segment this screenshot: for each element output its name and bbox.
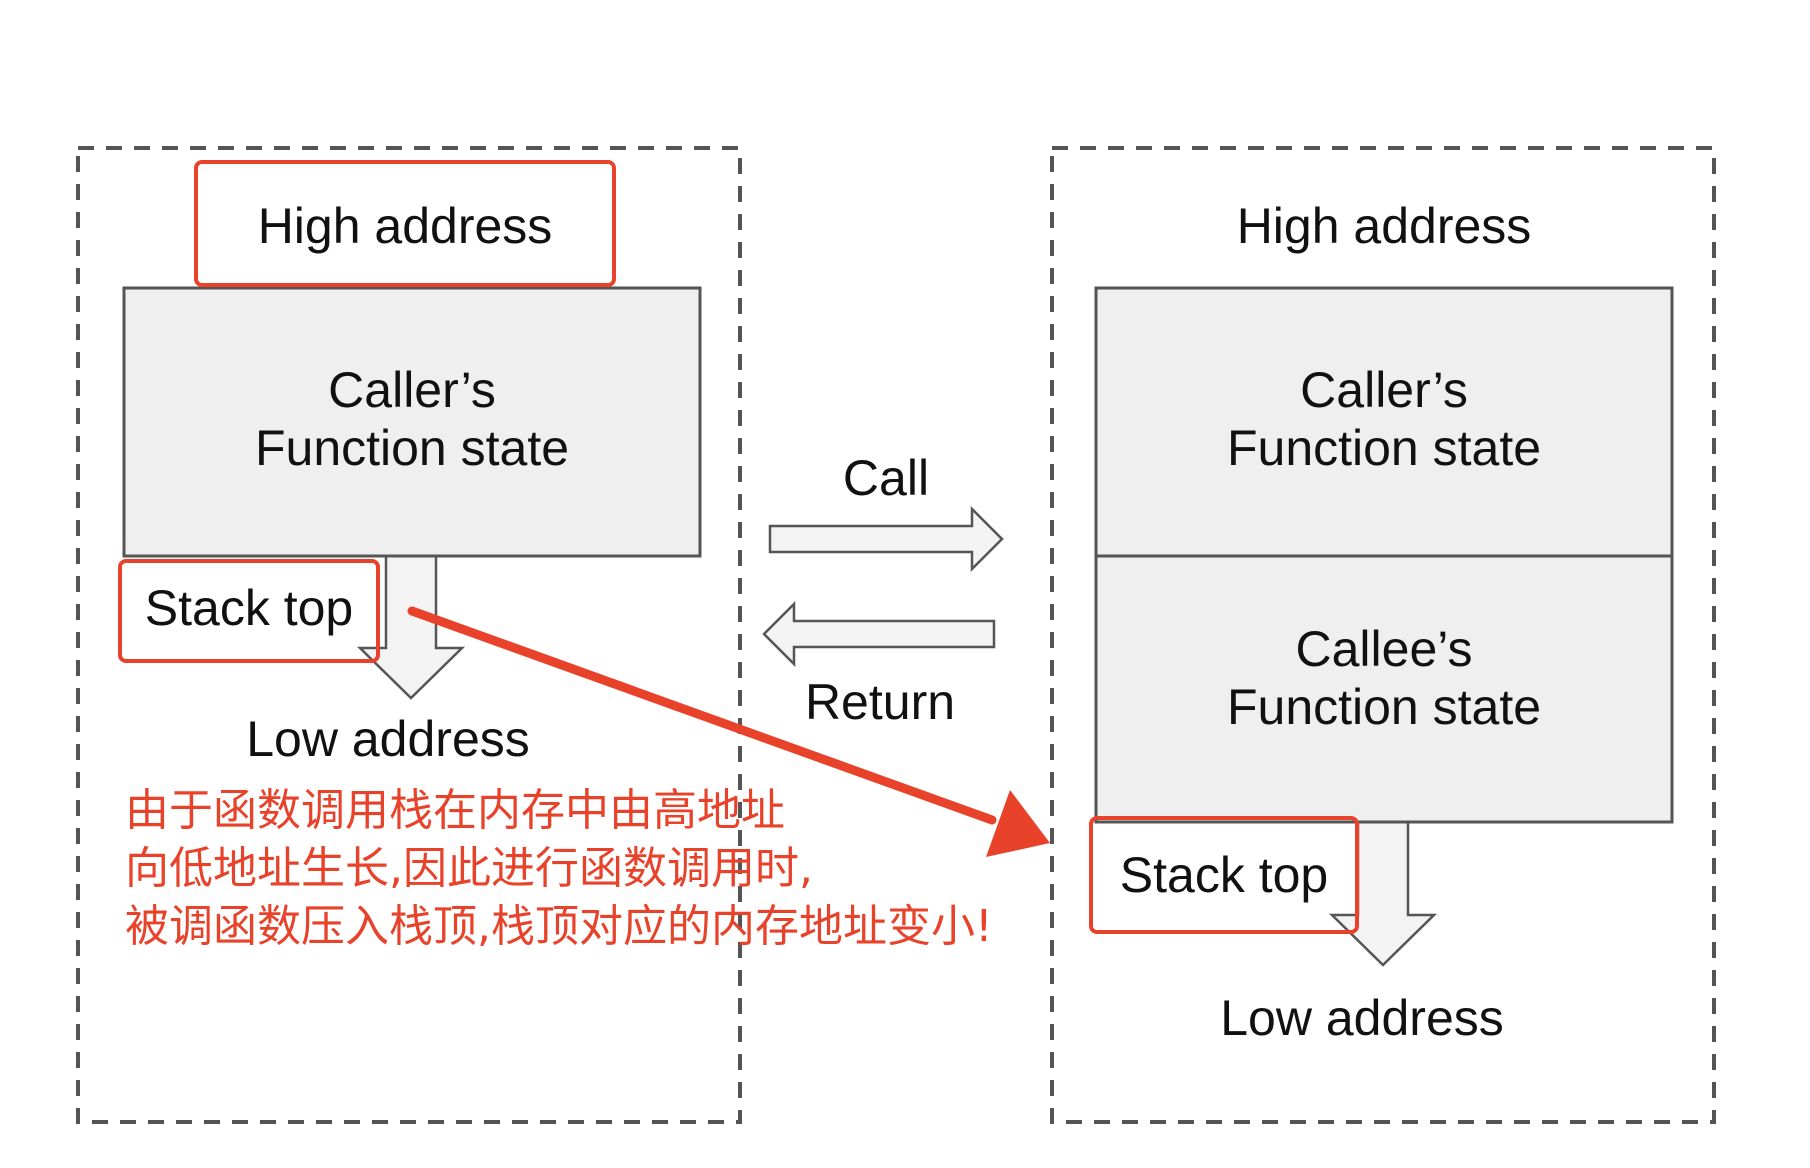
left-high-address-highlight xyxy=(194,160,616,287)
right-caller-line1: Caller’s xyxy=(1300,362,1468,418)
right-stack-top-label: Stack top xyxy=(1119,847,1329,903)
right-panel-border xyxy=(1050,146,1716,1124)
right-caller-frame-label: Caller’s Function state xyxy=(1096,362,1672,477)
annotation-line-2: 向低地址生长,因此进行函数调用时, xyxy=(125,843,813,894)
annotation-arrow-shaft xyxy=(407,606,997,825)
return-arrow xyxy=(762,600,996,668)
annotation-text: 由于函数调用栈在内存中由高地址 向低地址生长,因此进行函数调用时, 被调函数压入… xyxy=(125,782,993,956)
left-low-address-label: Low address xyxy=(246,711,530,767)
annotation-arrow-head xyxy=(986,790,1050,857)
right-high-address-label: High address xyxy=(1236,198,1532,254)
left-panel-border xyxy=(76,146,742,1124)
left-caller-line2: Function state xyxy=(254,419,570,476)
left-high-address-label: High address xyxy=(257,198,553,254)
right-low-address-label: Low address xyxy=(1220,990,1504,1046)
right-callee-line2: Function state xyxy=(1226,678,1542,735)
return-label: Return xyxy=(804,674,956,730)
left-caller-line1: Caller’s xyxy=(328,362,496,418)
left-stack-top-highlight xyxy=(118,559,380,663)
right-callee-frame xyxy=(1094,554,1674,824)
right-caller-line2: Function state xyxy=(1226,419,1542,476)
call-arrow xyxy=(768,505,1004,573)
right-callee-line1: Callee’s xyxy=(1295,621,1473,677)
right-caller-frame xyxy=(1094,286,1674,558)
left-caller-frame-label: Caller’s Function state xyxy=(124,362,700,477)
left-caller-frame xyxy=(122,286,702,558)
annotation-line-1: 由于函数调用栈在内存中由高地址 xyxy=(125,785,785,836)
annotation-line-3: 被调函数压入栈顶,栈顶对应的内存地址变小! xyxy=(125,901,993,952)
left-growth-arrow xyxy=(356,553,466,700)
call-label: Call xyxy=(842,450,930,506)
right-stack-top-highlight xyxy=(1089,816,1359,934)
left-stack-top-label: Stack top xyxy=(144,580,354,636)
right-callee-frame-label: Callee’s Function state xyxy=(1096,621,1672,736)
